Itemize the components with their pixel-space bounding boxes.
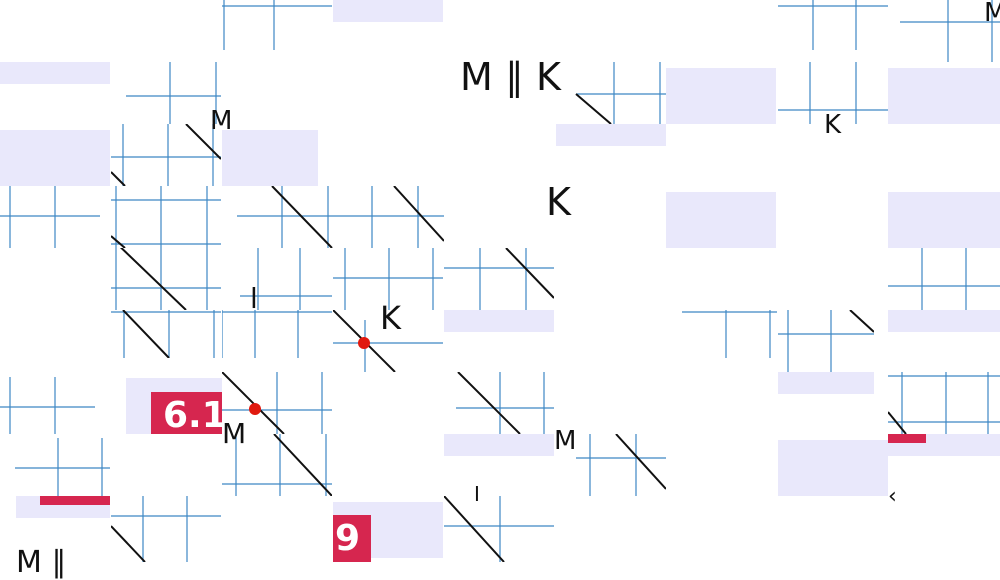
grid-tile [444,496,554,562]
grid-tile [0,372,110,434]
point-label-k: K [380,299,401,337]
panel [778,372,874,394]
panel [0,130,110,186]
accent-bar [40,496,110,505]
point-label-m: M [984,0,1000,28]
grid-tile [222,434,332,496]
grid-tile [556,62,666,124]
tick-mark: ‹ [888,484,897,509]
point-label-k: K [824,110,842,140]
segment-label: l [250,282,258,315]
grid-tile [111,496,221,562]
grid-tile [556,434,666,496]
value-badge: 9 [333,515,371,562]
grid-tile [444,372,554,434]
panel [666,192,776,248]
point-marker [358,337,370,349]
grid-tile [111,186,221,248]
point-label-m: M [222,417,247,450]
grid-tile [778,310,874,372]
panel [0,62,110,84]
point-marker [249,403,261,415]
grid-tile [111,62,221,124]
grid-tile [222,0,332,50]
grid-tile [111,124,221,186]
panel [888,192,1000,248]
grid-tile [444,248,554,310]
value-badge: 6.1 [151,392,222,434]
panel [222,130,318,186]
grid-tile [888,248,1000,310]
parallel-label: M ∥ K [460,55,561,99]
panel [666,68,776,124]
grid-tile [900,0,1000,62]
panel [888,310,1000,332]
grid-tile [888,372,1000,434]
accent-bar [888,434,926,443]
panel [333,0,443,22]
point-label-m: M [554,426,577,456]
panel [444,434,554,456]
grid-tile [778,62,888,124]
grid-tile [0,434,110,496]
point-label-k: K [546,180,571,224]
grid-tile [682,310,777,358]
grid-tile [222,372,332,434]
grid-tile [333,248,443,310]
grid-tile [0,186,110,248]
parallel-label: M ∥ [16,545,67,580]
point-label-m: M [210,106,233,136]
grid-tile [778,0,888,50]
tick-mark: I [474,482,480,506]
grid-tile [333,310,443,372]
grid-tile [222,248,332,310]
grid-tile [111,248,221,310]
grid-tile [111,310,221,358]
panel [556,124,666,146]
panel [444,310,554,332]
grid-tile [222,310,332,358]
panel [778,440,888,496]
grid-tile [222,186,444,248]
panel [888,68,1000,124]
